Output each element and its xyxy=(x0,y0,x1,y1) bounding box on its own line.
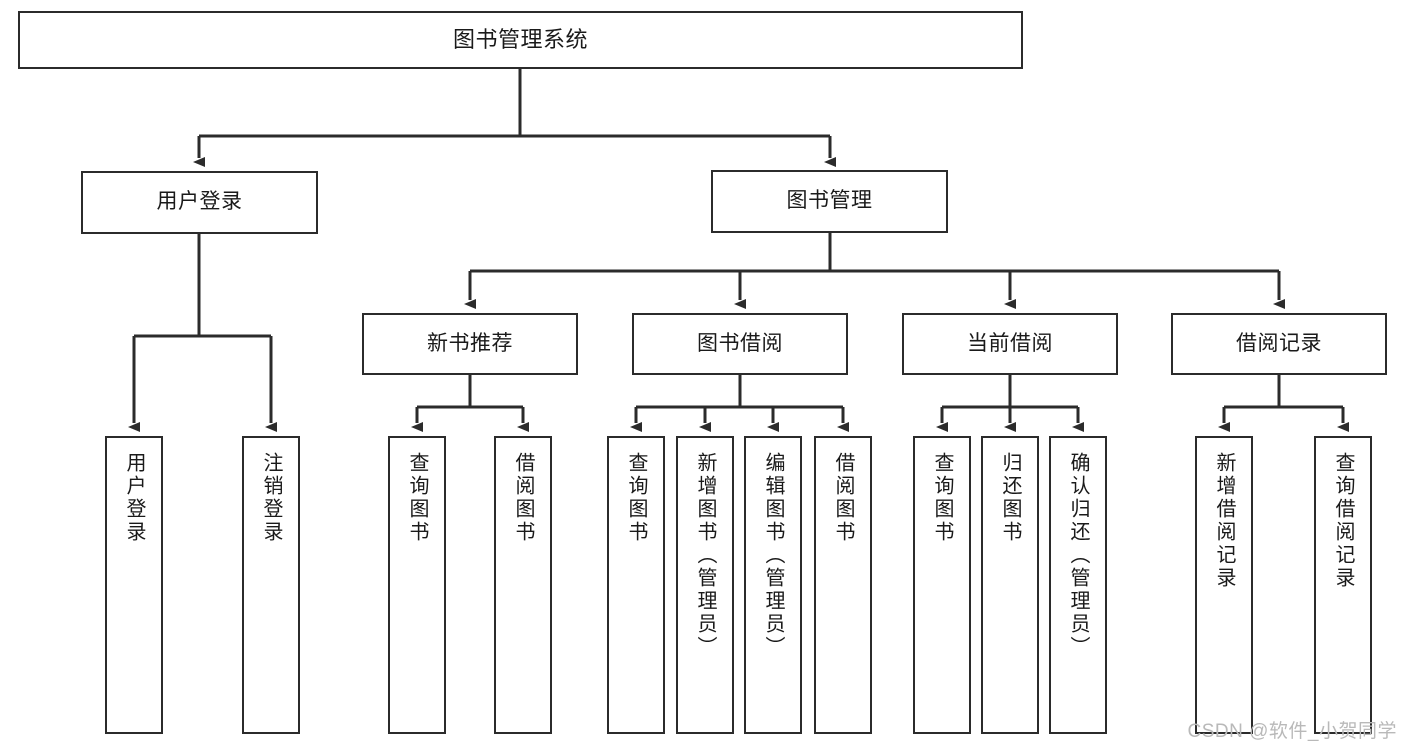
node-leaf-confirm-return[interactable]: 确认归还（管理员） xyxy=(1049,436,1107,734)
node-label: 新增图书（管理员） xyxy=(694,452,716,659)
node-leaf-add-book[interactable]: 新增图书（管理员） xyxy=(676,436,734,734)
node-label: 查询图书 xyxy=(931,452,953,544)
node-label: 借阅图书 xyxy=(512,452,534,544)
node-leaf-query-record[interactable]: 查询借阅记录 xyxy=(1314,436,1372,734)
node-label: 图书管理系统 xyxy=(452,27,588,53)
node-label: 借阅记录 xyxy=(1236,331,1322,355)
node-label: 注销登录 xyxy=(260,452,282,544)
node-leaf-query-book-3[interactable]: 查询图书 xyxy=(913,436,971,734)
node-leaf-logout[interactable]: 注销登录 xyxy=(242,436,300,734)
node-current-borrow[interactable]: 当前借阅 xyxy=(902,313,1118,375)
node-label: 借阅图书 xyxy=(832,452,854,544)
node-leaf-borrow-book-2[interactable]: 借阅图书 xyxy=(814,436,872,734)
node-leaf-query-book-1[interactable]: 查询图书 xyxy=(388,436,446,734)
node-label: 新书推荐 xyxy=(427,331,513,355)
node-label: 图书借阅 xyxy=(697,331,783,355)
node-leaf-edit-book[interactable]: 编辑图书（管理员） xyxy=(744,436,802,734)
node-new-book-recommend[interactable]: 新书推荐 xyxy=(362,313,578,375)
node-borrow-record[interactable]: 借阅记录 xyxy=(1171,313,1387,375)
node-book-borrow[interactable]: 图书借阅 xyxy=(632,313,848,375)
node-label: 查询图书 xyxy=(625,452,647,544)
node-leaf-query-book-2[interactable]: 查询图书 xyxy=(607,436,665,734)
watermark: CSDN @软件_小贺同学 xyxy=(1187,721,1397,742)
node-label: 查询借阅记录 xyxy=(1332,452,1354,590)
node-label: 编辑图书（管理员） xyxy=(762,452,784,659)
node-label: 用户登录 xyxy=(156,190,243,214)
node-book-manage[interactable]: 图书管理 xyxy=(711,170,948,233)
node-label: 归还图书 xyxy=(999,452,1021,544)
node-label: 当前借阅 xyxy=(967,331,1053,355)
node-label: 查询图书 xyxy=(406,452,428,544)
node-leaf-return-book[interactable]: 归还图书 xyxy=(981,436,1039,734)
node-label: 用户登录 xyxy=(123,452,145,544)
node-root[interactable]: 图书管理系统 xyxy=(18,11,1023,69)
node-leaf-user-login[interactable]: 用户登录 xyxy=(105,436,163,734)
node-leaf-borrow-book-1[interactable]: 借阅图书 xyxy=(494,436,552,734)
node-leaf-add-record[interactable]: 新增借阅记录 xyxy=(1195,436,1253,734)
node-user-login[interactable]: 用户登录 xyxy=(81,171,318,234)
node-label: 新增借阅记录 xyxy=(1213,452,1235,590)
node-label: 确认归还（管理员） xyxy=(1067,452,1089,659)
node-label: 图书管理 xyxy=(786,189,873,213)
